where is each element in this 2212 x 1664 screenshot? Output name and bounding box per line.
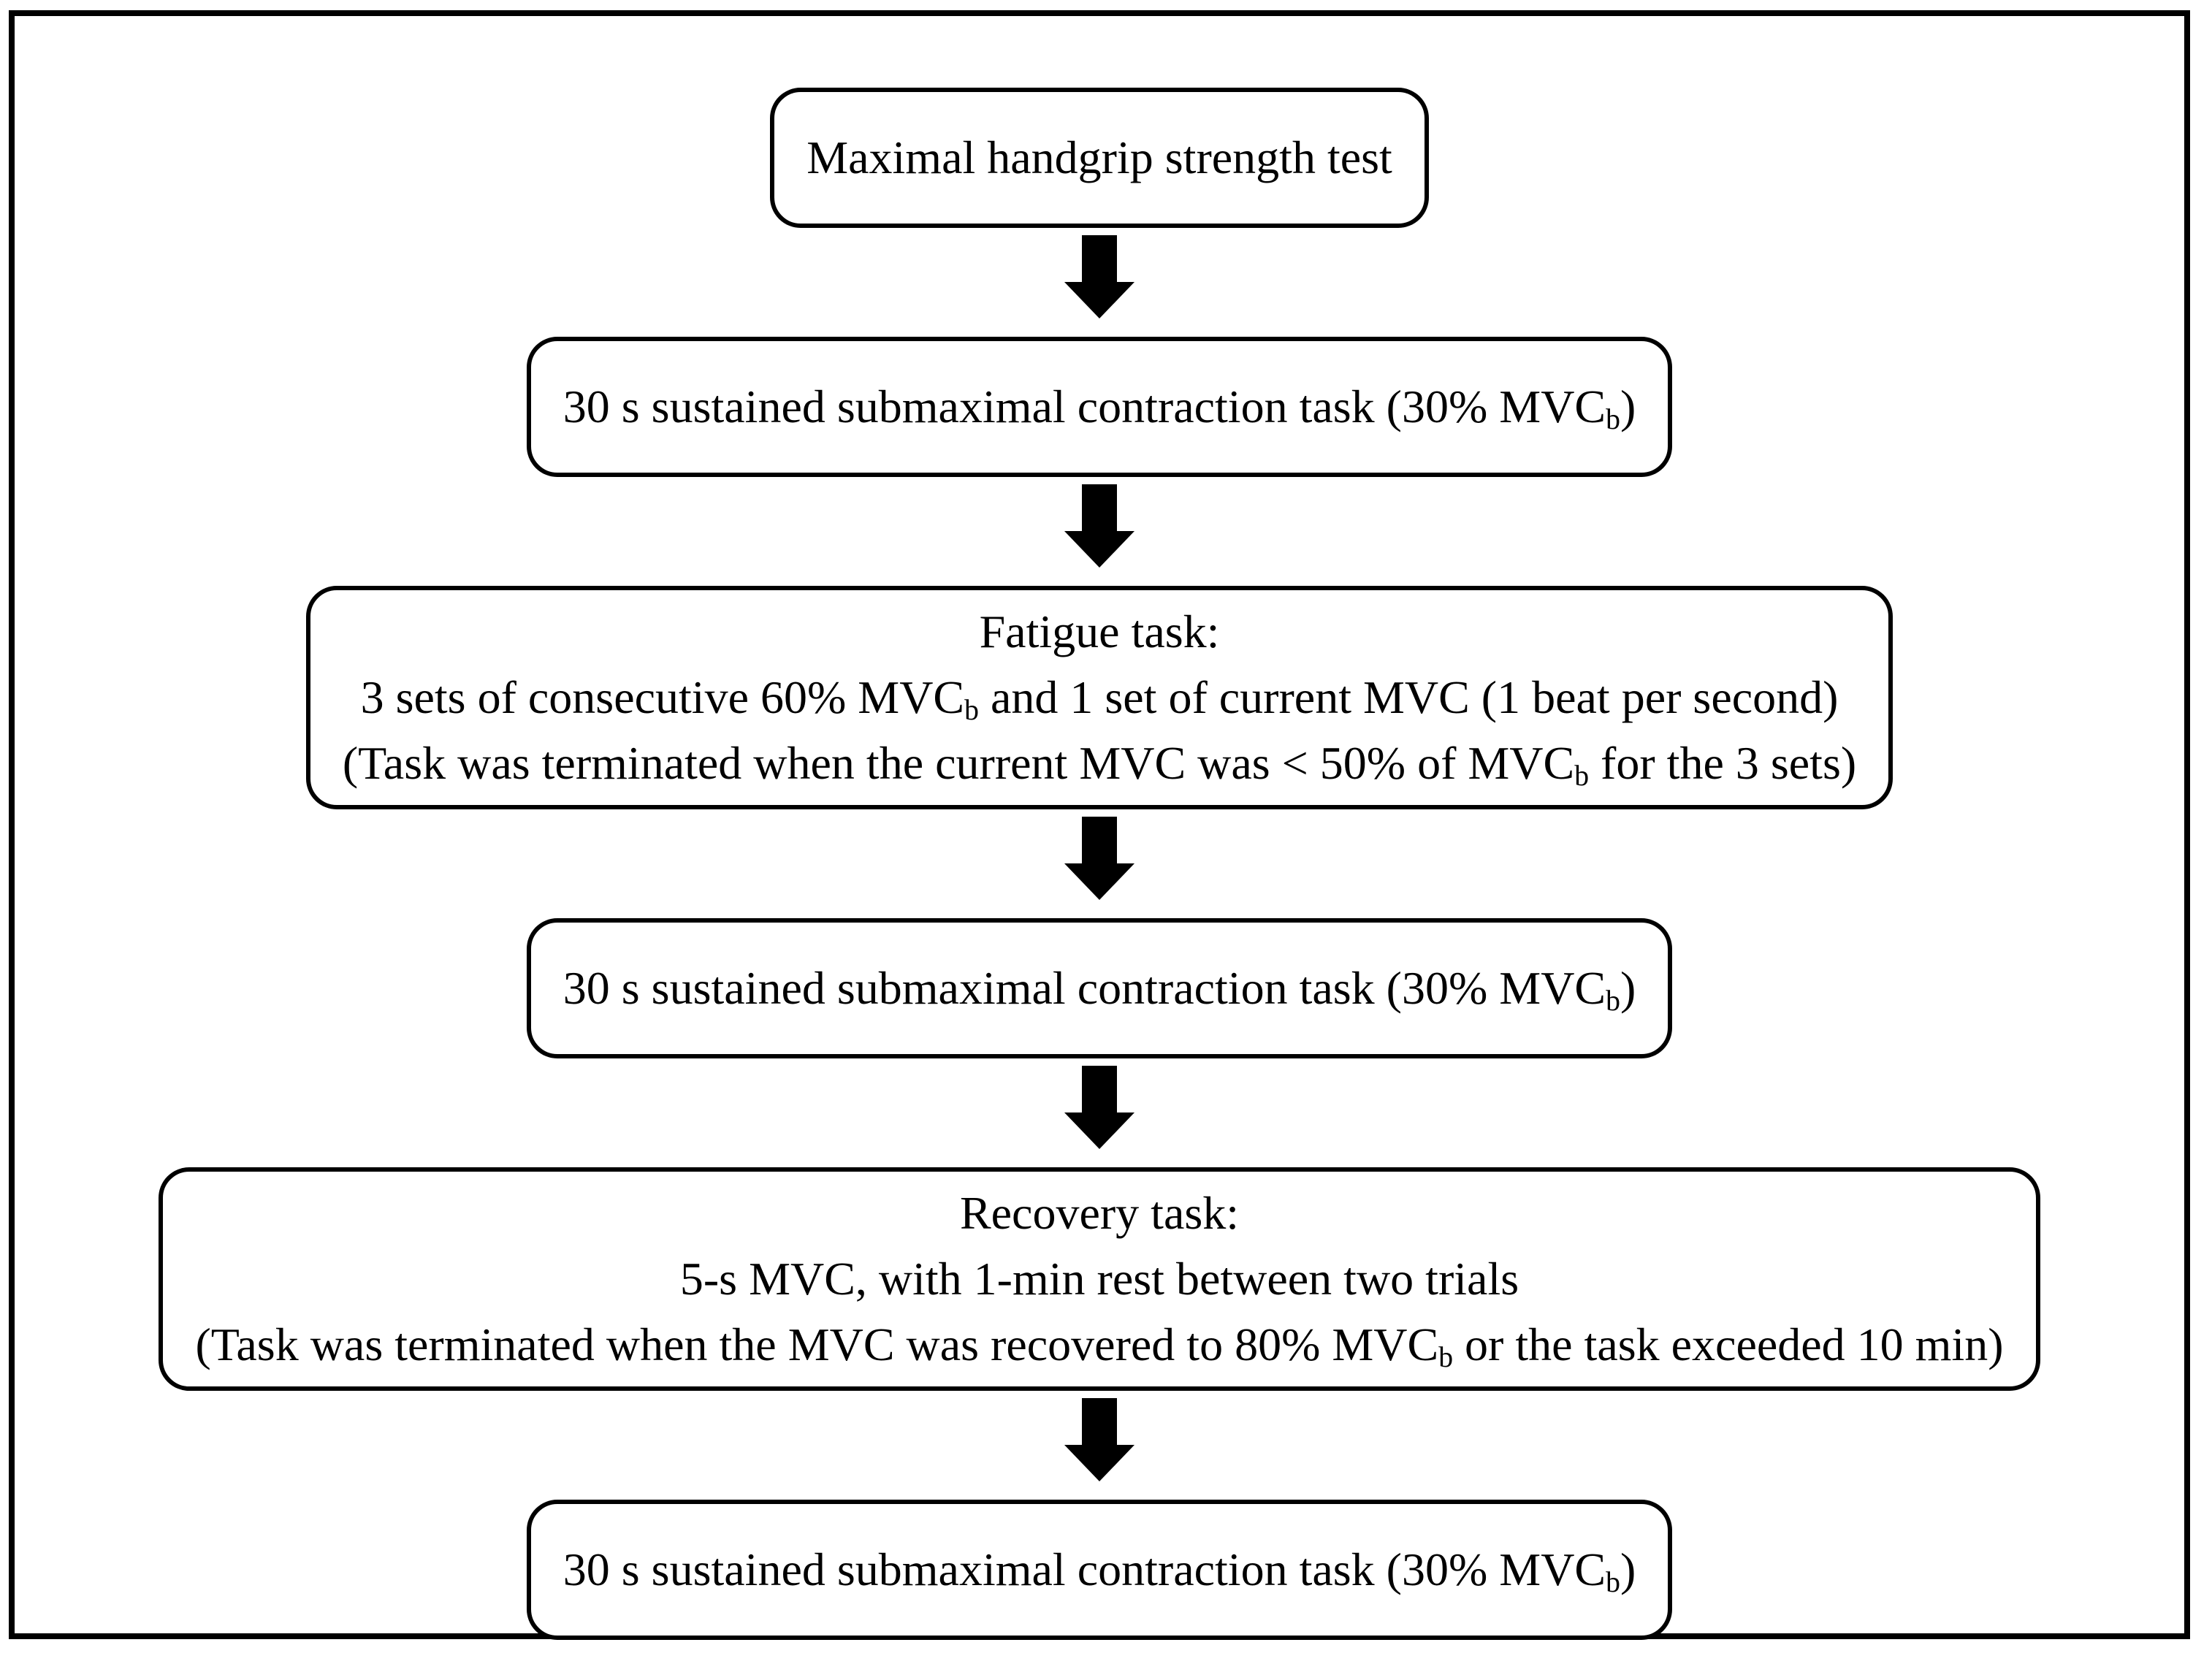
node-maximal-handgrip-strength-test: Maximal handgrip strength test: [770, 88, 1429, 228]
node-text-line: 5-s MVC, with 1-min rest between two tri…: [679, 1253, 1519, 1305]
node-submaximal-contraction-task-1: 30 s sustained submaximal contraction ta…: [526, 337, 1673, 477]
node-fatigue-task: Fatigue task: 3 sets of consecutive 60% M…: [305, 586, 1893, 809]
node-text-line: 30 s sustained submaximal contraction ta…: [562, 1543, 1636, 1598]
node-text-line: (Task was terminated when the MVC was re…: [195, 1318, 2004, 1373]
node-submaximal-contraction-task-3: 30 s sustained submaximal contraction ta…: [526, 1500, 1673, 1640]
node-text-line: Fatigue task:: [979, 606, 1220, 657]
down-block-arrow-icon: [1064, 484, 1134, 568]
down-block-arrow-icon: [1064, 235, 1134, 318]
down-block-arrow-icon: [1064, 1398, 1134, 1481]
node-recovery-task: Recovery task: 5-s MVC, with 1-min rest b…: [159, 1167, 2040, 1391]
node-submaximal-contraction-task-2: 30 s sustained submaximal contraction ta…: [526, 918, 1673, 1058]
node-text-line: (Task was terminated when the current MV…: [342, 737, 1857, 792]
down-block-arrow-icon: [1064, 1066, 1134, 1149]
node-text-line: 30 s sustained submaximal contraction ta…: [562, 381, 1636, 435]
flowchart: Maximal handgrip strength test 30 s sust…: [15, 16, 2184, 1640]
node-text-line: 30 s sustained submaximal contraction ta…: [562, 962, 1636, 1017]
node-text-line: Recovery task:: [959, 1187, 1240, 1239]
node-text-line: Maximal handgrip strength test: [806, 131, 1392, 183]
down-block-arrow-icon: [1064, 817, 1134, 900]
figure-frame: Maximal handgrip strength test 30 s sust…: [9, 10, 2190, 1640]
node-text-line: 3 sets of consecutive 60% MVCb and 1 set…: [360, 671, 1839, 726]
